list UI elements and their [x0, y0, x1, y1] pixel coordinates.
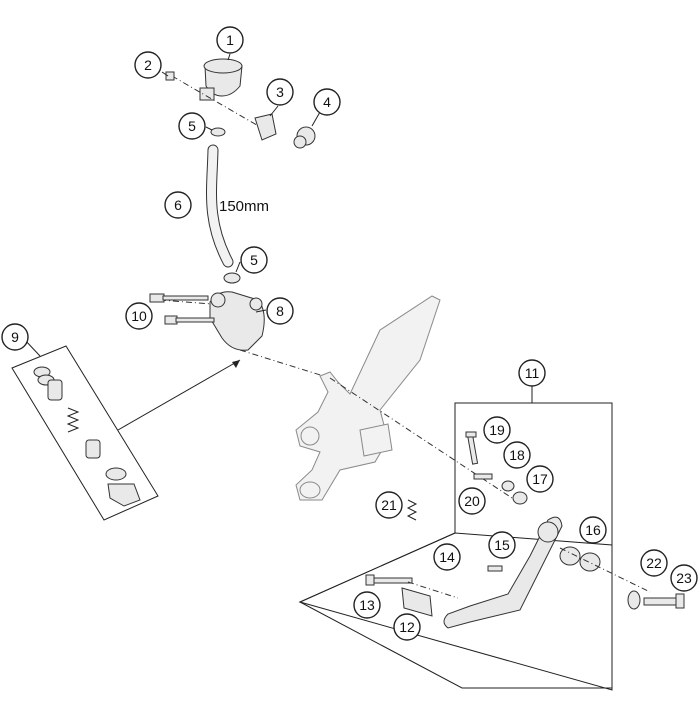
- callout-23: 23: [670, 564, 698, 592]
- hose-length-label: 150mm: [219, 198, 269, 215]
- svg-text:15: 15: [494, 537, 510, 553]
- callout-5-bottom: 5: [240, 246, 268, 274]
- master-cylinder: [149, 291, 331, 379]
- svg-text:23: 23: [676, 570, 692, 586]
- callout-15: 15: [488, 531, 516, 559]
- svg-text:5: 5: [250, 252, 258, 268]
- callout-8: 8: [266, 297, 294, 325]
- callout-10: 10: [125, 302, 153, 330]
- spring-part: [406, 499, 418, 521]
- svg-text:5: 5: [188, 118, 196, 134]
- callout-18: 18: [503, 441, 531, 469]
- svg-text:10: 10: [131, 308, 147, 324]
- callout-13: 13: [353, 591, 381, 619]
- callout-11: 11: [518, 359, 546, 387]
- svg-text:21: 21: [381, 497, 397, 513]
- callout-19: 19: [483, 416, 511, 444]
- callout-3: 3: [266, 78, 294, 106]
- footrest-bracket: [295, 295, 516, 501]
- callout-22: 22: [640, 549, 668, 577]
- svg-text:11: 11: [525, 365, 540, 381]
- callout-21: 21: [375, 491, 403, 519]
- callout-1: 1: [216, 26, 244, 54]
- callout-6: 6: [164, 191, 192, 219]
- callout-4: 4: [313, 88, 341, 116]
- svg-text:19: 19: [489, 422, 505, 438]
- reservoir-assembly: [165, 58, 316, 149]
- callout-9: 9: [1, 323, 29, 351]
- svg-text:12: 12: [399, 619, 415, 635]
- callout-20: 20: [458, 487, 486, 515]
- svg-text:9: 9: [11, 329, 19, 345]
- svg-text:3: 3: [276, 84, 284, 100]
- svg-text:14: 14: [439, 549, 455, 565]
- callout-5-top: 5: [178, 112, 206, 140]
- callout-2: 2: [134, 51, 162, 79]
- kit-box-11: [298, 385, 651, 691]
- svg-text:22: 22: [646, 555, 662, 571]
- fastener-parts: [627, 590, 685, 610]
- callout-17: 17: [526, 465, 554, 493]
- hose-part: 150mm: [206, 144, 269, 284]
- svg-text:6: 6: [174, 197, 182, 213]
- callout-12: 12: [393, 613, 421, 641]
- callout-16: 16: [579, 516, 607, 544]
- kit-box-9: [11, 338, 241, 521]
- svg-text:8: 8: [276, 303, 284, 319]
- svg-text:18: 18: [509, 447, 525, 463]
- svg-text:20: 20: [464, 493, 480, 509]
- svg-text:17: 17: [532, 471, 548, 487]
- callout-14: 14: [433, 543, 461, 571]
- svg-text:16: 16: [585, 522, 601, 538]
- svg-text:13: 13: [359, 597, 375, 613]
- svg-text:1: 1: [226, 32, 234, 48]
- svg-text:4: 4: [323, 94, 331, 110]
- svg-text:2: 2: [144, 57, 152, 73]
- leader-lines: [161, 53, 321, 313]
